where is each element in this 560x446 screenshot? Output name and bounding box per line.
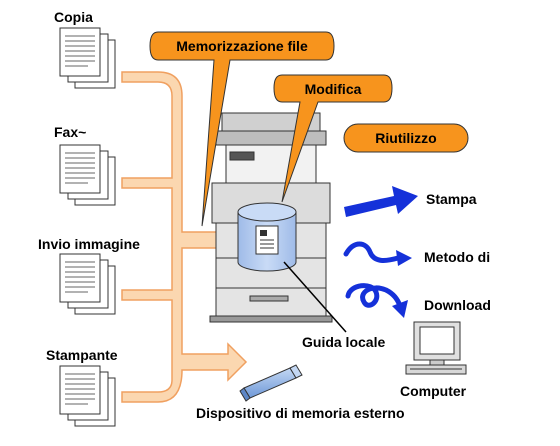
- download-arrow-icon: [345, 283, 408, 318]
- fax-label: Fax~: [54, 124, 87, 140]
- computer-label: Computer: [400, 383, 467, 399]
- copy-document-stack-icon: [59, 27, 116, 89]
- reuse-callout-shape: [343, 123, 469, 153]
- printer-label: Stampante: [46, 347, 118, 363]
- printer-document-stack-icon: [59, 365, 116, 427]
- edit-callout-shape: [273, 74, 393, 203]
- file-storage-callout-label: Memorizzazione file: [176, 38, 308, 54]
- edit-callout-label: Modifica: [304, 81, 362, 97]
- fax-document-stack-icon: [59, 144, 116, 206]
- method-label: Metodo di: [424, 249, 491, 265]
- input-bus-arrow: [121, 71, 248, 403]
- external-memory-label: Dispositivo di memoria esterno: [196, 405, 405, 421]
- image-send-document-stack-icon: [59, 253, 116, 315]
- image-send-label: Invio immagine: [38, 236, 140, 252]
- download-label: Download: [424, 297, 491, 313]
- file-storage-callout-shape: [149, 31, 335, 227]
- method-arrow-icon: [343, 241, 412, 266]
- print-arrow-icon: [344, 186, 418, 217]
- reuse-callout-label: Riutilizzo: [375, 130, 437, 146]
- external-memory-usb-icon: [239, 364, 303, 402]
- print-label: Stampa: [426, 191, 477, 207]
- local-drive-label: Guida locale: [302, 334, 386, 350]
- local-drive-leader-line: [283, 261, 347, 333]
- local-drive-cylinder-icon: [237, 202, 297, 272]
- copy-label: Copia: [54, 9, 93, 25]
- computer-icon: [405, 321, 467, 375]
